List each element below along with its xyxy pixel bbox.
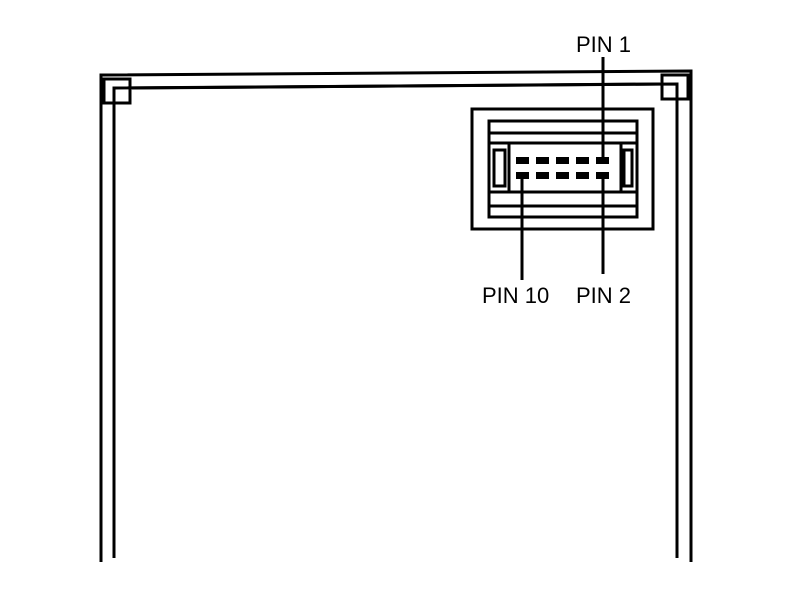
board-top-inner-line <box>131 82 661 90</box>
connector-pin <box>516 172 529 179</box>
board-outline <box>99 69 693 562</box>
connector-pin <box>596 172 609 179</box>
connector-pin <box>576 157 589 164</box>
board-inner-edge <box>112 82 679 558</box>
connector-latch-right <box>621 141 636 194</box>
connector-pin <box>556 157 569 164</box>
connector-pin <box>536 157 549 164</box>
pin10-label: PIN 10 <box>482 283 549 308</box>
connector-latch-left <box>490 141 509 194</box>
leader-lines <box>520 57 605 280</box>
connector-pins <box>516 157 609 179</box>
connector-header <box>470 107 655 231</box>
board-outer-edge <box>99 69 693 562</box>
corner-mark-right <box>660 73 690 101</box>
connector-shroud-inner <box>487 119 639 219</box>
connector-pin <box>536 172 549 179</box>
connector-pin <box>576 172 589 179</box>
connector-body <box>507 141 623 194</box>
pin2-label: PIN 2 <box>576 283 631 308</box>
corner-mark-left <box>102 77 132 105</box>
connector-pin <box>516 157 529 164</box>
connector-pin <box>556 172 569 179</box>
connector-shroud-outer <box>470 107 655 231</box>
pin1-label: PIN 1 <box>576 32 631 57</box>
